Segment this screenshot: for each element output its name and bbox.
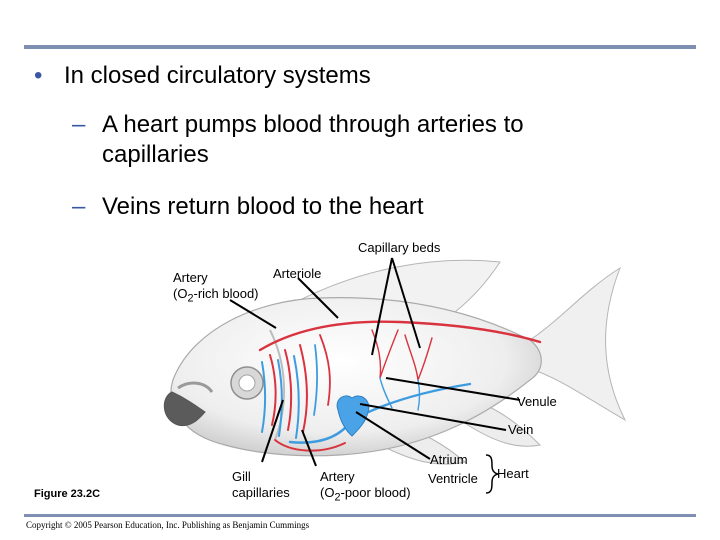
subpoint-veins: –Veins return blood to the heart [72,192,424,222]
label-heart: Heart [497,466,529,481]
label-artery-poor-line1: Artery [320,469,355,484]
label-artery-rich-o: (O [173,286,188,301]
label-atrium: Atrium [430,452,468,467]
body-vein-loop [313,344,319,416]
label-artery-poor: Artery (O2-poor blood) [320,469,411,506]
label-artery-rich-sub: 2 [187,292,194,305]
label-artery-poor-sub: 2 [334,491,341,504]
tail-fin [527,266,627,422]
top-rule [24,45,696,49]
leader-capillary-left [371,257,393,356]
gill-artery-2 [284,349,293,431]
leader-capillary-right [391,257,421,349]
subpoint-veins-text: Veins return blood to the heart [102,193,424,220]
gill-artery-1 [269,354,277,426]
label-artery-rich: Artery (O2-rich blood) [173,270,259,307]
label-artery-rich-line1: Artery [173,270,208,285]
figure-label: Figure 23.2C [34,488,101,500]
label-artery-poor-o: (O [320,485,335,500]
dash-marker: – [72,111,86,138]
leader-artery-poor [301,429,317,467]
heart-brace [485,454,500,494]
label-venule: Venule [517,394,557,409]
leader-artery-rich [229,299,277,329]
dash-marker: – [72,193,86,220]
dorsal-artery [258,320,542,352]
leader-venule [385,377,521,401]
label-gill-capillaries: Gill capillaries [232,469,290,501]
label-artery-poor-line2: (O2-poor blood) [320,485,411,506]
label-artery-poor-rest: -poor blood) [340,485,411,500]
label-gill-line1: Gill [232,469,251,484]
gill-vein-1 [261,361,266,433]
bullet-main: • In closed circulatory systems [34,62,371,90]
fish-pupil [238,374,256,392]
ventral-artery [274,439,346,452]
subpoint-heart: –A heart pumps blood through arteries to… [72,110,524,170]
gill-vein-2 [277,359,283,437]
leader-arteriole [297,277,339,319]
label-ventricle: Ventricle [428,471,478,486]
label-gill-line2: capillaries [232,485,290,500]
capillary-bed-b [379,377,393,409]
label-artery-rich-line2: (O2-rich blood) [173,286,259,307]
fish-mouth [163,391,206,427]
label-vein: Vein [508,422,534,437]
subpoint-heart-line2: capillaries [102,141,209,168]
body-artery-loop [319,334,331,406]
label-artery-rich-rest: -rich blood) [193,286,259,301]
bottom-rule [24,514,696,517]
leader-gill [261,399,284,463]
subpoint-heart-line1: A heart pumps blood through arteries to [102,111,524,138]
heart-shape [336,395,370,437]
leader-atrium [355,411,431,460]
bullet-dot: • [34,62,43,89]
gill-artery-3 [299,344,308,433]
gill-vein-3 [293,355,300,439]
gill-cover [269,329,285,441]
bullet-text: In closed circulatory systems [64,62,371,89]
copyright-text: Copyright © 2005 Pearson Education, Inc.… [26,520,310,530]
leader-vein [359,403,507,431]
fish-lip [177,381,214,393]
label-arteriole: Arteriole [273,266,322,281]
label-capillary-beds: Capillary beds [358,240,441,255]
